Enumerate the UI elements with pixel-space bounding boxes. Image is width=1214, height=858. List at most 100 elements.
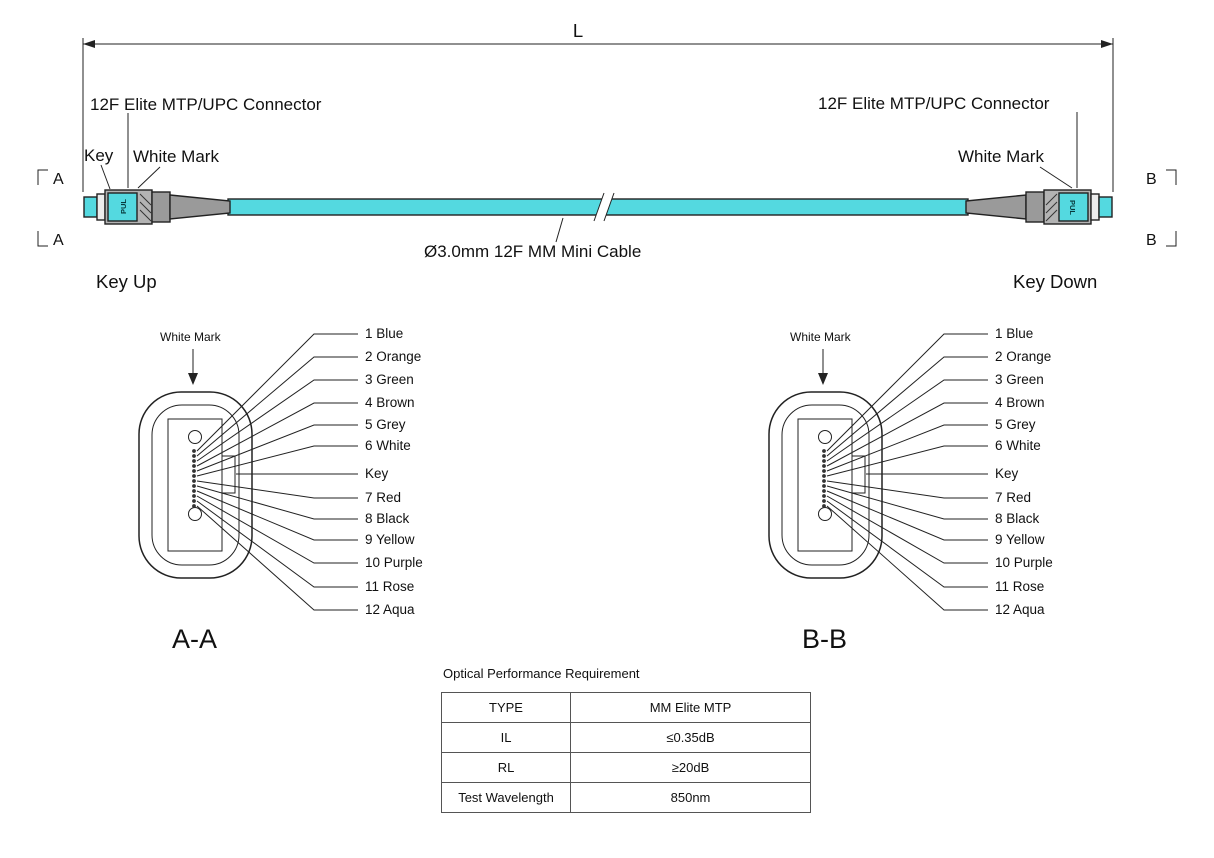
fiber-label: 10 Purple [365,555,423,570]
fiber-label: 2 Orange [995,349,1051,364]
left-pull-tab [107,192,138,222]
left-guide-hole-top [188,430,202,444]
fiber-label: 5 Grey [365,417,406,432]
left-key-notch [221,455,236,494]
right-housing-hatch [1045,193,1058,222]
fiber-label: 4 Brown [365,395,415,410]
top-leader-lines [100,112,1078,243]
white-mark-arrow-right [818,349,828,385]
table-cell-value: MM Elite MTP [570,692,811,723]
fiber-label: 5 Grey [995,417,1036,432]
left-ferrule-tip [83,196,98,218]
fiber-label: 9 Yellow [365,532,415,547]
fiber-label: 4 Brown [995,395,1045,410]
fiber-label: 9 Yellow [995,532,1045,547]
fiber-label: 12 Aqua [995,602,1045,617]
table-cell-label: TYPE [441,692,571,723]
left-connector-label: 12F Elite MTP/UPC Connector [90,95,322,114]
cable-label: Ø3.0mm 12F MM Mini Cable [424,242,641,261]
fiber-leader-lines-left [196,333,358,611]
table-row: TYPE MM Elite MTP [441,692,811,723]
white-mark-label-right: White Mark [958,147,1044,166]
right-rear-body [1025,191,1045,223]
right-pull-tab [1058,192,1089,222]
fiber-leader-lines-right [826,333,988,611]
section-marker-a-top: A [37,169,64,188]
section-marker-b-top: B [1146,169,1177,188]
right-connector-label: 12F Elite MTP/UPC Connector [818,94,1050,113]
table-row: RL ≥20dB [441,752,811,783]
table-cell-label: IL [441,722,571,753]
table-cell-value: ≤0.35dB [570,722,811,753]
white-mark-label-left: White Mark [133,147,219,166]
right-fiber-array [822,449,826,508]
key-down-label: Key Down [1013,271,1097,292]
left-pull-tab-text: PUL [119,199,128,214]
face-white-mark-left: White Mark [160,330,222,344]
section-title-aa: A-A [172,624,217,654]
table-cell-label: RL [441,752,571,783]
fiber-label: 6 White [365,438,411,453]
fiber-label: 11 Rose [995,579,1044,594]
right-white-mark-piece [1090,193,1100,221]
svg-text:B: B [1146,232,1157,249]
fiber-label: 2 Orange [365,349,421,364]
optical-performance-table: TYPE MM Elite MTP IL ≤0.35dB RL ≥20dB Te… [441,692,811,813]
svg-text:A: A [53,171,64,188]
svg-text:B: B [1146,171,1157,188]
face-view-left: White Mark A-A [138,330,253,654]
fiber-label: 1 Blue [995,326,1033,341]
right-ferrule-tip [1098,196,1113,218]
cable [227,192,969,222]
section-marker-b-bottom: B [1146,231,1177,249]
face-view-right: White Mark B-B [768,330,883,654]
right-connector: PUL [965,189,1113,225]
fiber-label: 6 White [995,438,1041,453]
fiber-label: 8 Black [995,511,1040,526]
fiber-label: 8 Black [365,511,410,526]
fiber-label: Key [995,466,1019,481]
fiber-label: 1 Blue [365,326,403,341]
key-up-label: Key Up [96,271,157,292]
cable-break-gap [594,193,614,221]
left-housing-hatch [139,193,152,222]
right-guide-hole-bottom [818,507,832,521]
table-cell-value: 850nm [570,782,811,813]
fiber-label: 3 Green [995,372,1044,387]
section-title-bb: B-B [802,624,847,654]
fiber-labels-right: 1 Blue 2 Orange 3 Green 4 Brown 5 Grey 6… [995,326,1053,617]
dimension-label: L [573,20,583,41]
right-pull-tab-text: PUL [1068,200,1077,215]
optical-performance-section: Optical Performance Requirement TYPE MM … [441,666,813,813]
cable-break-line [603,192,615,222]
white-mark-arrow-left [188,349,198,385]
cable-break-line [593,192,605,222]
fiber-label: 10 Purple [995,555,1053,570]
section-marker-a-bottom: A [37,231,64,249]
fiber-label: 11 Rose [365,579,414,594]
fiber-label: Key [365,466,389,481]
left-rear-body [151,191,171,223]
left-connector: PUL [83,189,231,225]
right-guide-hole-top [818,430,832,444]
fiber-label: 7 Red [995,490,1031,505]
svg-text:A: A [53,232,64,249]
right-key-notch [851,455,866,494]
left-guide-hole-bottom [188,507,202,521]
left-boot [169,194,231,220]
right-boot [965,194,1027,220]
face-white-mark-right: White Mark [790,330,852,344]
dim-arrow-left [83,40,95,48]
table-title: Optical Performance Requirement [443,666,640,681]
fiber-label: 3 Green [365,372,414,387]
dim-arrow-right [1101,40,1113,48]
dimension-L: L [82,20,1114,192]
left-white-mark-piece [96,193,106,221]
fiber-label: 7 Red [365,490,401,505]
left-fiber-array [192,449,196,508]
table-row: Test Wavelength 850nm [441,782,811,813]
fiber-labels-left: 1 Blue 2 Orange 3 Green 4 Brown 5 Grey 6… [365,326,423,617]
table-row: IL ≤0.35dB [441,722,811,753]
